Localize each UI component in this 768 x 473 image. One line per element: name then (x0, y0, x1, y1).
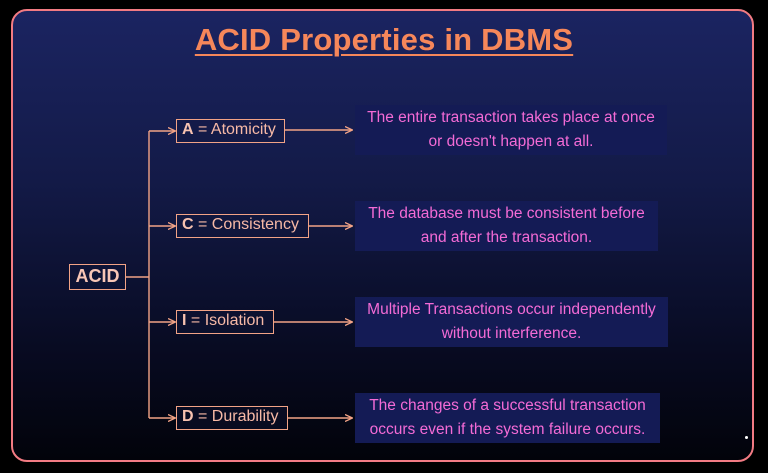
property-letter: C (182, 216, 194, 233)
description-line: The changes of a successful transaction (369, 397, 646, 414)
description-isolation: Multiple Transactions occur independentl… (355, 297, 668, 347)
description-line: or doesn't happen at all. (428, 133, 594, 150)
description-line: occurs even if the system failure occurs… (369, 421, 646, 438)
description-line: and after the transaction. (420, 229, 593, 246)
description-durability: The changes of a successful transaction … (355, 393, 660, 443)
description-line: without interference. (441, 325, 582, 342)
property-label: = Durability (193, 408, 279, 425)
description-line: Multiple Transactions occur independentl… (367, 301, 656, 318)
description-atomicity: The entire transaction takes place at on… (355, 105, 667, 155)
property-letter: A (182, 121, 194, 138)
decorative-dot (745, 436, 748, 439)
description-consistency: The database must be consistent before a… (355, 201, 658, 251)
property-letter: I (182, 312, 187, 329)
acid-root-node: ACID (69, 264, 126, 290)
property-node-atomicity: A = Atomicity (176, 119, 285, 143)
description-line: The database must be consistent before (368, 205, 645, 222)
property-label: = Isolation (186, 312, 265, 329)
property-letter: D (182, 408, 194, 425)
property-label: = Atomicity (193, 121, 276, 138)
property-label: = Consistency (193, 216, 299, 233)
property-node-durability: D = Durability (176, 406, 288, 430)
property-node-isolation: I = Isolation (176, 310, 274, 334)
property-node-consistency: C = Consistency (176, 214, 309, 238)
description-line: The entire transaction takes place at on… (367, 109, 655, 126)
page-title: ACID Properties in DBMS (194, 22, 574, 57)
